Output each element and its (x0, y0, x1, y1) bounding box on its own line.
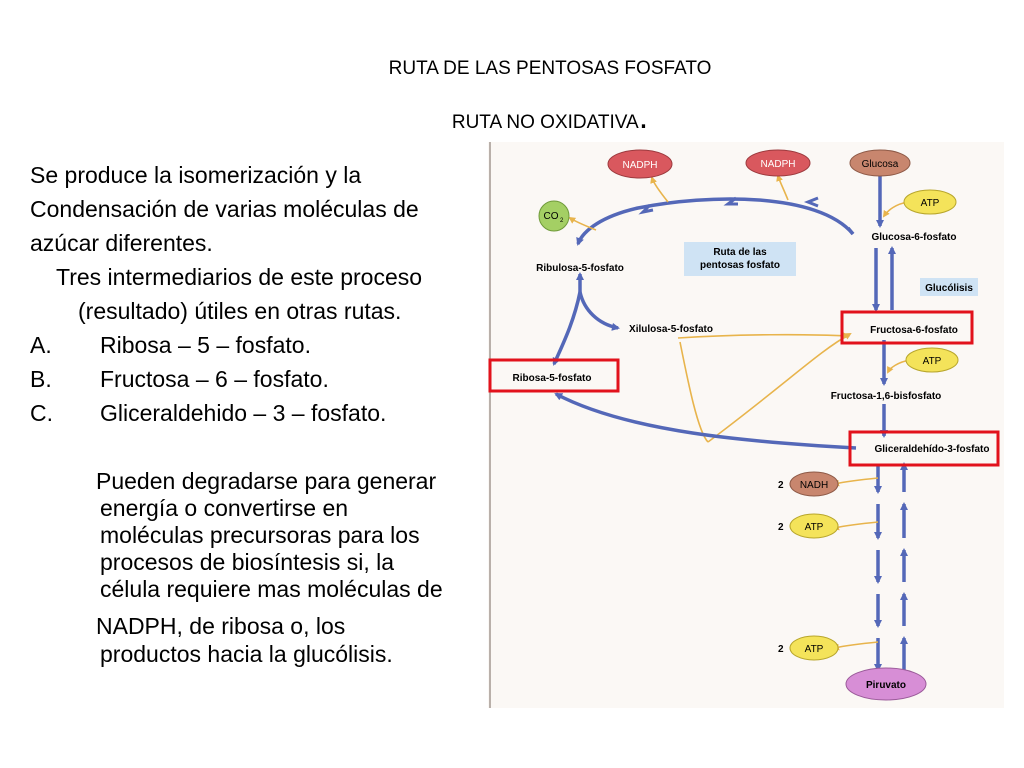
para2-line: Tres intermediarios de este proceso (56, 264, 423, 290)
fructosa6-label: Fructosa-6-fosfato (870, 325, 958, 336)
ruta-label-box (684, 242, 796, 276)
nadh-node (789, 471, 839, 497)
slide-subtitle-dot: . (638, 98, 649, 136)
arrow-atp-low2 (832, 641, 879, 651)
nadh-label: NADH (800, 480, 828, 491)
para3-line: procesos de biosíntesis si, la (100, 549, 395, 575)
nadph-node (745, 149, 811, 177)
ruta-label-line: Ruta de las (713, 247, 767, 258)
arc-chevron (723, 196, 738, 206)
nadh-count: 2 (778, 480, 784, 491)
para4-line: productos hacia la glucólisis. (100, 641, 393, 667)
arrow-oxidative-arc (576, 197, 855, 246)
arrow-to-nadph1 (650, 176, 669, 203)
arc-chevron (638, 203, 654, 215)
atp-count: 2 (778, 522, 784, 533)
piruvato-label: Piruvato (866, 680, 906, 691)
list-text: Fructosa – 6 – fosfato. (100, 366, 329, 392)
ruta-label-line: pentosas fosfato (700, 260, 780, 271)
slide-subtitle: RUTA NO OXIDATIVA. (0, 100, 1024, 134)
arrow-ribulosa-ribosa (552, 291, 582, 366)
arrow-yellow-curve (679, 341, 709, 443)
co2-label: CO (544, 211, 559, 222)
para3-line: Pueden degradarse para generar (96, 468, 437, 494)
para1-line: Condensación de varias moléculas de (30, 196, 419, 222)
atp-node (789, 513, 839, 539)
nadph-node (607, 149, 673, 179)
atp-count: 2 (778, 644, 784, 655)
atp-label: ATP (805, 644, 824, 655)
list-item: B. Fructosa – 6 – fosfato. (30, 362, 490, 396)
glucolisis-label: Glucólisis (925, 283, 973, 294)
arrow-g3p-ribosa (554, 392, 857, 450)
glucolisis-box (920, 278, 978, 296)
glucosa-label: Glucosa (862, 159, 899, 170)
atp-node (905, 347, 959, 373)
list-letter: B. (30, 366, 52, 392)
nadph-label: NADPH (760, 159, 795, 170)
body-text: Se produce la isomerización y la Condens… (30, 158, 490, 430)
list-item: A. Ribosa – 5 – fosfato. (30, 328, 490, 362)
highlight-fructosa6 (840, 310, 974, 345)
co2-node (538, 200, 570, 232)
para2-line: (resultado) útiles en otras rutas. (78, 298, 402, 324)
arrow-atp-low1 (832, 521, 879, 531)
gliceraldehido3-label: Gliceraldehído-3-fosfato (874, 444, 989, 455)
highlight-gliceraldehido3 (848, 430, 1000, 467)
atp-node (789, 635, 839, 661)
nadph-label: NADPH (622, 160, 657, 171)
fructosa16-label: Fructosa-1,6-bisfosfato (831, 391, 942, 402)
paragraph-nadph: NADPH, de ribosa o, los productos hacia … (30, 612, 500, 668)
slide-title: RUTA DE LAS PENTOSAS FOSFATO (388, 58, 712, 79)
piruvato-node (845, 667, 927, 701)
list-text: Gliceraldehido – 3 – fosfato. (100, 400, 387, 426)
para1-line: azúcar diferentes. (30, 230, 213, 256)
para1-line: Se produce la isomerización y la (30, 162, 362, 188)
arrow-to-co2 (568, 216, 597, 231)
arrow-ribulosa-xilulosa (578, 291, 620, 331)
atp-node (903, 189, 957, 215)
list-letter: A. (30, 332, 52, 358)
ribulosa5-label: Ribulosa-5-fosfato (536, 263, 624, 274)
para3-line: energía o convertirse en (100, 495, 349, 521)
para3-line: célula requiere mas moléculas de (100, 576, 443, 602)
arrow-oxidative-start (846, 226, 855, 236)
pathway-figure: NADPH NADPH Glucosa CO 2 ATP Glucosa-6-f… (488, 142, 1004, 708)
slide-subtitle-text: RUTA NO OXIDATIVA (451, 112, 639, 133)
list-item: C. Gliceraldehido – 3 – fosfato. (30, 396, 490, 430)
atp-label: ATP (923, 356, 942, 367)
glucosa6-label: Glucosa-6-fosfato (871, 232, 956, 243)
atp-label: ATP (921, 198, 940, 209)
glucosa-node (849, 149, 911, 177)
glycolysis-arrows (874, 462, 908, 672)
xilulosa5-label: Xilulosa-5-fosfato (629, 324, 713, 335)
list-letter: C. (30, 400, 53, 426)
para4-line: NADPH, de ribosa o, los (96, 613, 346, 639)
pathway-diagram: NADPH NADPH Glucosa CO 2 ATP Glucosa-6-f… (488, 142, 1000, 708)
ribosa5-label: Ribosa-5-fosfato (513, 373, 592, 384)
paragraph-degradation: Pueden degradarse para generar energía o… (30, 468, 500, 603)
highlight-ribosa5 (488, 358, 620, 393)
arrow-yellow-to-f6p (707, 333, 852, 443)
atp-label: ATP (805, 522, 824, 533)
arc-chevron (803, 196, 819, 208)
co2-subscript: 2 (560, 218, 564, 224)
arrow-nadh (832, 477, 879, 487)
arrow-xilulosa-f6p (677, 332, 850, 340)
para3-line: moléculas precursoras para los (100, 522, 420, 548)
list-text: Ribosa – 5 – fosfato. (100, 332, 311, 358)
arrow-to-nadph2 (776, 174, 789, 201)
